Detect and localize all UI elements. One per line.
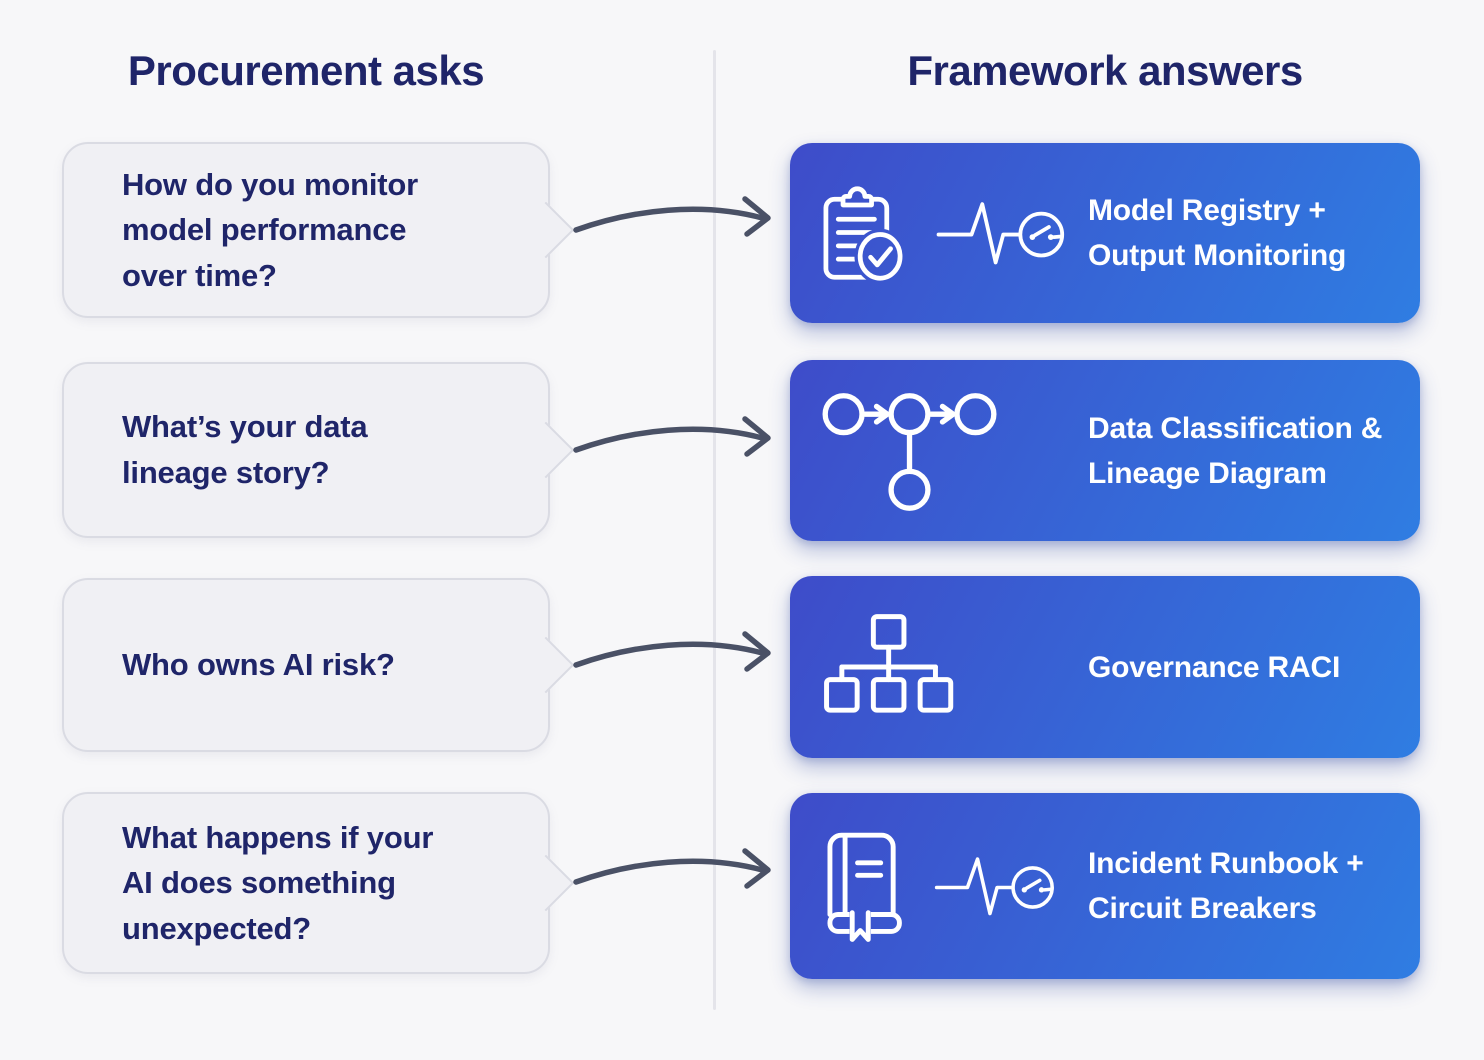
question-bubble: What’s your data lineage story? (62, 362, 550, 538)
connector-arrow (573, 848, 771, 889)
answer-text: Model Registry + Output Monitoring (1088, 194, 1347, 272)
answer-card: Incident Runbook + Circuit Breakers (790, 793, 1420, 979)
org-chart-icon (824, 614, 954, 713)
runbook-icon (827, 832, 902, 942)
question-text: How do you monitor model performance ove… (122, 166, 419, 293)
question-text: What happens if your AI does something u… (122, 819, 434, 946)
answer-card: Data Classification & Lineage Diagram (790, 360, 1420, 541)
connector-arrow (573, 416, 771, 457)
answer-card: Governance RACI (790, 576, 1420, 758)
card-icons (820, 829, 1088, 943)
card-icons (820, 613, 1088, 721)
pulse-breaker-icon (934, 857, 1054, 916)
lineage-diagram-icon (822, 392, 997, 511)
question-bubble: How do you monitor model performance ove… (62, 142, 550, 318)
connector-arrow (573, 196, 771, 237)
question-bubble: Who owns AI risk? (62, 578, 550, 752)
card-icons (820, 185, 1088, 282)
question-text: What’s your data lineage story? (122, 409, 368, 490)
answer-text: Data Classification & Lineage Diagram (1088, 411, 1383, 490)
column-divider (713, 50, 716, 1010)
question-bubble: What happens if your AI does something u… (62, 792, 550, 974)
clipboard-check-icon (823, 186, 903, 281)
left-column-title: Procurement asks (127, 47, 485, 94)
answer-card: Model Registry + Output Monitoring (790, 143, 1420, 323)
pulse-breaker-icon (936, 202, 1065, 265)
answer-text: Governance RACI (1088, 650, 1341, 684)
question-text: Who owns AI risk? (122, 647, 395, 683)
card-icons (820, 388, 1088, 514)
right-column-title: Framework answers (907, 47, 1303, 94)
answer-text: Incident Runbook + Circuit Breakers (1088, 847, 1364, 925)
connector-arrow (573, 631, 771, 672)
